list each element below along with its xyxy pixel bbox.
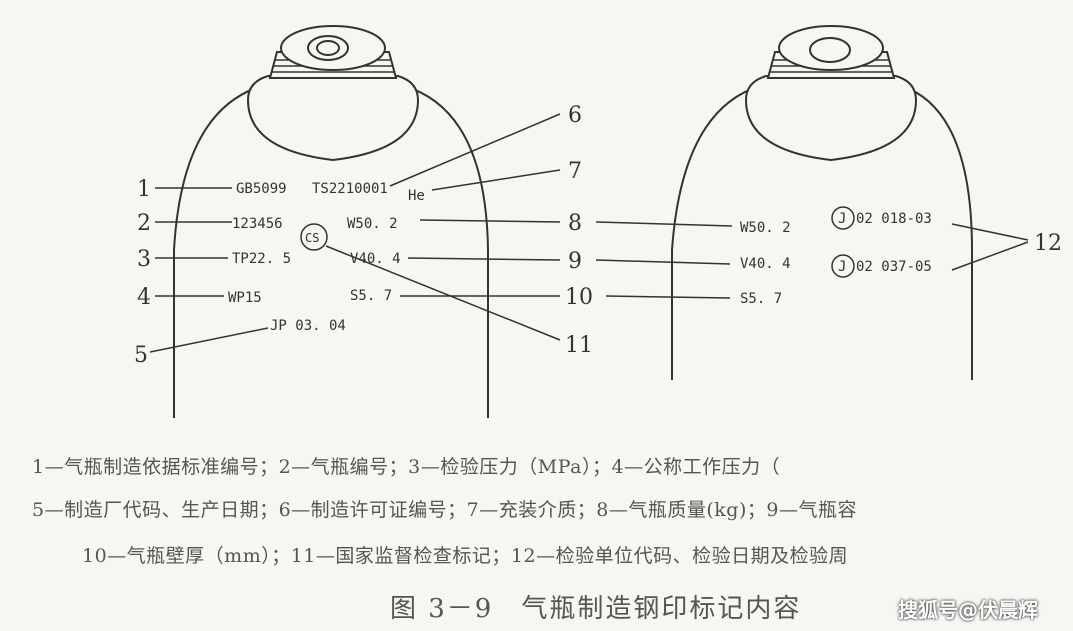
cs-seal-text: CS [305, 231, 319, 245]
left-shoulder [246, 75, 420, 162]
test-pressure-text: TP22. 5 [232, 251, 291, 267]
left-valve-top [280, 25, 386, 71]
callout-12: 12 [1034, 231, 1062, 256]
callout-3: 3 [137, 247, 151, 272]
callout-2: 2 [137, 211, 151, 236]
standard-no-text: GB5099 [236, 181, 287, 197]
callout-7: 7 [568, 159, 582, 184]
mass-text-right: W50. 2 [740, 220, 791, 236]
inspection-seal-1-icon [831, 206, 855, 230]
inspection-1-text: 02 018-03 [856, 211, 932, 227]
right-valve-top [778, 25, 884, 71]
right-valve-ring [809, 37, 851, 63]
callout-11: 11 [565, 333, 593, 358]
maker-date-text: JP 03. 04 [270, 318, 346, 334]
caption-line-1: 1—气瓶制造依据标准编号；2—气瓶编号；3—检验压力（MPa）；4—公称工作压力… [32, 456, 781, 478]
left-valve-ring [307, 35, 349, 61]
cs-seal-icon [300, 223, 328, 251]
right-cylinder-body [671, 85, 973, 380]
right-shoulder [744, 75, 918, 162]
callout-10: 10 [565, 285, 593, 310]
leader-lines [149, 113, 1029, 353]
caption-line-3: 10—气瓶壁厚（mm）；11—国家监督检查标记；12—检验单位代码、检验日期及检… [82, 545, 849, 567]
volume-text-right: V40. 4 [740, 256, 791, 272]
work-pressure-text: WP15 [228, 290, 262, 306]
mass-text-left: W50. 2 [347, 216, 398, 232]
callout-4: 4 [137, 285, 151, 310]
permit-no-text: TS2210001 [312, 181, 388, 197]
callout-1: 1 [137, 177, 151, 202]
medium-text: He [408, 188, 425, 204]
inspection-seal-2-icon [831, 254, 855, 278]
figure-title: 图 3－9 气瓶制造钢印标记内容 [390, 594, 802, 624]
left-valve-hole [316, 40, 340, 56]
serial-no-text: 123456 [232, 216, 283, 232]
inspection-seal-1-letter: J [838, 211, 846, 227]
watermark: 搜狐号@伏晨辉 [898, 598, 1038, 622]
inspection-seal-2-letter: J [838, 259, 846, 275]
callout-9: 9 [568, 249, 582, 274]
callout-5: 5 [134, 343, 148, 368]
caption-line-2: 5—制造厂代码、生产日期；6—制造许可证编号；7—充装介质；8—气瓶质量(kg)… [32, 499, 857, 521]
callout-6: 6 [568, 103, 582, 128]
volume-text-left: V40. 4 [350, 251, 401, 267]
wall-thickness-text-right: S5. 7 [740, 291, 782, 307]
wall-thickness-text-left: S5. 7 [350, 288, 392, 304]
inspection-2-text: 02 037-05 [856, 259, 932, 275]
callout-8: 8 [568, 211, 582, 236]
left-cylinder-body [173, 85, 489, 418]
